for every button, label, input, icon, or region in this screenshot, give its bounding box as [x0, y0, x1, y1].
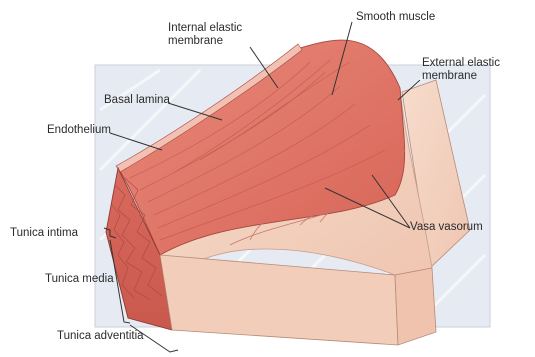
tunica-adventitia-label: Tunica adventitia [57, 330, 144, 343]
internal-elastic-membrane-label: Internal elastic membrane [168, 22, 242, 48]
tunica-intima-label: Tunica intima [10, 227, 78, 240]
vasa-vasorum-label: Vasa vasorum [410, 221, 483, 234]
basal-lamina-label: Basal lamina [104, 94, 170, 107]
tunica-media-label: Tunica media [45, 273, 114, 286]
front-media-face [395, 268, 436, 345]
smooth-muscle-label: Smooth muscle [356, 11, 435, 24]
endothelium-label: Endothelium [47, 124, 111, 137]
external-elastic-membrane-label: External elastic membrane [422, 57, 500, 83]
